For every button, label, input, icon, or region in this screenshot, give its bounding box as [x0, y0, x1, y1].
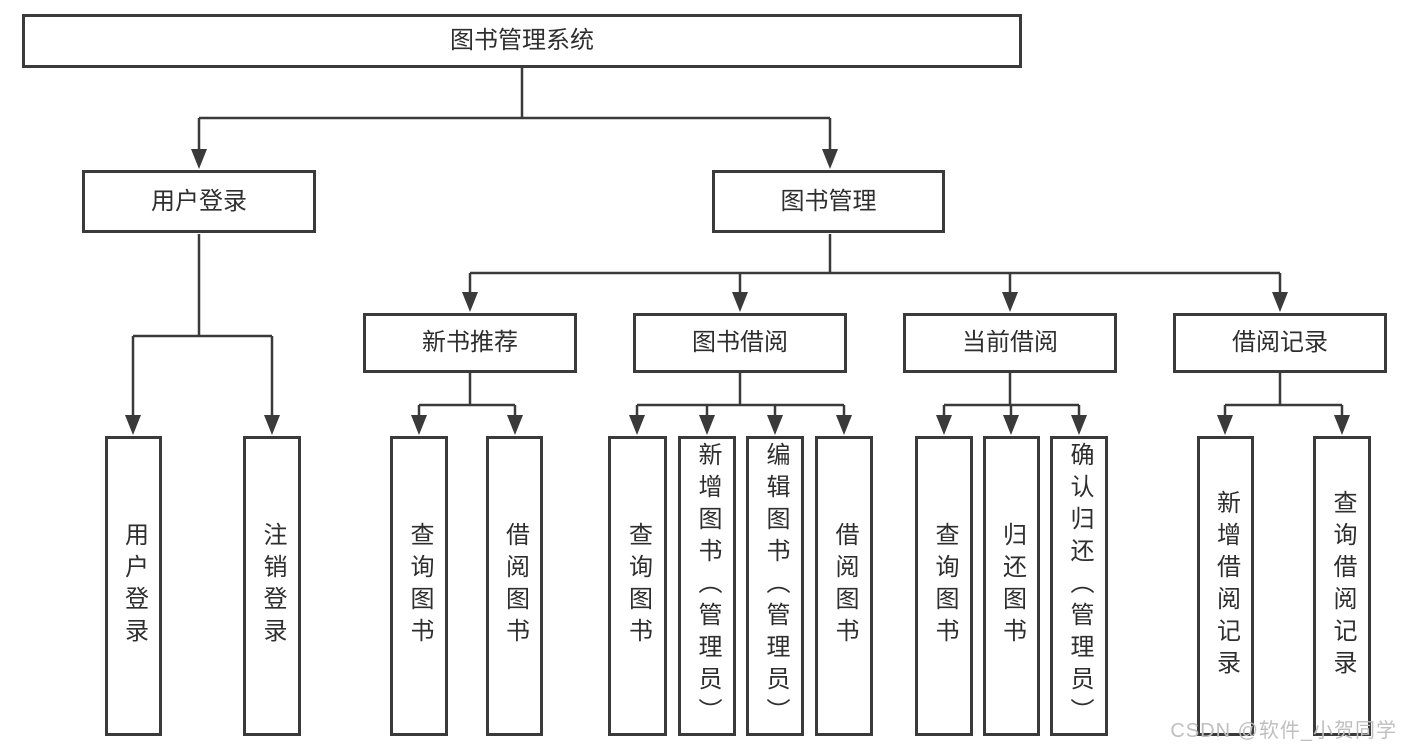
arrowheads-user-login-children	[125, 415, 280, 435]
node-new-book-recommend-label: 新书推荐	[422, 329, 518, 356]
node-book-management-label: 图书管理	[780, 187, 877, 215]
node-root-label: 图书管理系统	[450, 27, 594, 54]
leaf-query-borrow-record-label: 查询借阅记录	[1329, 490, 1356, 682]
leaf-query-borrow-record: 查询借阅记录	[1313, 436, 1371, 736]
leaf-borrow-books: 借阅图书	[815, 436, 873, 736]
arrowheads-current-borrow-children	[936, 415, 1087, 435]
leaf-borrow-books-recommend-label: 借阅图书	[501, 522, 529, 650]
leaf-add-book-admin-label: 新增图书（管理员）	[694, 442, 721, 730]
leaf-logout-label: 注销登录	[259, 522, 286, 650]
leaf-user-login: 用户登录	[105, 436, 162, 736]
connector-user-login-children	[131, 234, 274, 418]
node-new-book-recommend: 新书推荐	[363, 313, 577, 373]
leaf-logout: 注销登录	[243, 436, 301, 736]
arrowheads-new-book-recommend-children	[411, 415, 523, 435]
node-book-management: 图书管理	[712, 170, 945, 233]
node-current-borrow-label: 当前借阅	[962, 329, 1058, 356]
leaf-add-borrow-record: 新增借阅记录	[1197, 436, 1254, 736]
leaf-query-books-current-label: 查询图书	[931, 522, 958, 650]
connector-book-borrow-children	[635, 373, 846, 418]
connector-current-borrow-children	[942, 373, 1081, 418]
leaf-query-books-recommend: 查询图书	[390, 436, 448, 736]
connector-new-book-recommend-children	[417, 373, 517, 418]
csdn-watermark: CSDN @软件_小贺同学	[1170, 720, 1397, 742]
node-book-borrow-label: 图书借阅	[692, 329, 788, 356]
leaf-query-books-current: 查询图书	[915, 436, 973, 736]
leaf-query-books-recommend-label: 查询图书	[406, 522, 433, 650]
node-borrow-records-label: 借阅记录	[1232, 329, 1328, 356]
leaf-borrow-books-label: 借阅图书	[831, 522, 858, 650]
node-root: 图书管理系统	[22, 14, 1022, 68]
node-current-borrow: 当前借阅	[903, 313, 1117, 373]
leaf-edit-book-admin: 编辑图书（管理员）	[746, 436, 804, 736]
node-book-borrow: 图书借阅	[633, 313, 847, 373]
leaf-edit-book-admin-label: 编辑图书（管理员）	[762, 442, 789, 730]
node-borrow-records: 借阅记录	[1173, 313, 1387, 373]
leaf-add-borrow-record-label: 新增借阅记录	[1212, 490, 1240, 682]
arrowheads-level2	[191, 149, 838, 169]
arrowheads-book-borrow-children	[629, 415, 852, 435]
leaf-query-books-borrow-label: 查询图书	[624, 522, 652, 650]
leaf-add-book-admin: 新增图书（管理员）	[678, 436, 736, 736]
leaf-confirm-return-admin: 确认归还（管理员）	[1050, 436, 1108, 736]
leaf-confirm-return-admin-label: 确认归还（管理员）	[1066, 442, 1093, 730]
connector-book-management-children	[468, 234, 1282, 295]
leaf-return-book: 归还图书	[983, 436, 1040, 736]
node-user-login: 用户登录	[82, 170, 316, 233]
connector-borrow-records-children	[1223, 373, 1344, 418]
node-user-login-label: 用户登录	[151, 187, 247, 215]
connector-root-to-level2	[197, 68, 832, 152]
leaf-return-book-label: 归还图书	[998, 522, 1026, 650]
arrowheads-level3	[462, 292, 1288, 312]
leaf-query-books-borrow: 查询图书	[608, 436, 667, 736]
leaf-borrow-books-recommend: 借阅图书	[486, 436, 543, 736]
leaf-user-login-label: 用户登录	[120, 522, 148, 650]
arrowheads-borrow-records-children	[1217, 415, 1350, 435]
